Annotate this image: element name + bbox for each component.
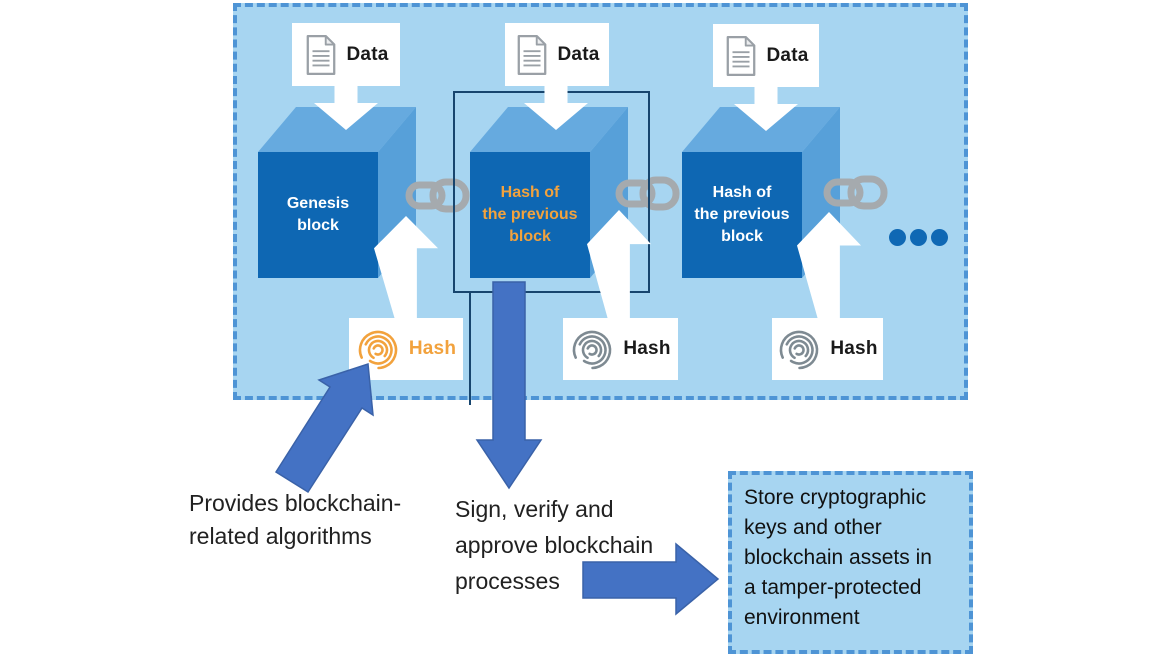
connector-line bbox=[469, 293, 471, 405]
block-label: Hash of the previous block bbox=[694, 184, 790, 245]
fingerprint-icon bbox=[780, 330, 819, 370]
ellipsis-dot bbox=[910, 229, 927, 246]
hash-label: Hash bbox=[830, 338, 878, 359]
store-keys-box: Store cryptographic keys and other block… bbox=[728, 471, 973, 654]
block-2: Hash of the previous block bbox=[470, 107, 628, 278]
data-label: Data bbox=[766, 44, 809, 66]
cube-front-face bbox=[258, 152, 378, 278]
cube-front-face bbox=[470, 152, 590, 278]
document-icon bbox=[726, 35, 755, 76]
document-icon bbox=[517, 34, 546, 75]
data-label: Data bbox=[557, 43, 600, 65]
block-label: Genesis block bbox=[286, 195, 350, 234]
fingerprint-icon bbox=[573, 330, 612, 370]
data-box: Data bbox=[713, 24, 819, 87]
document-icon bbox=[306, 34, 335, 75]
chain-link-icon bbox=[823, 175, 888, 210]
ellipsis-dots bbox=[889, 229, 948, 246]
hash-box: Hash bbox=[563, 318, 678, 380]
hash-box: Hash bbox=[772, 318, 883, 380]
note-provides-algorithms: Provides blockchain- related algorithms bbox=[189, 490, 402, 549]
ellipsis-dot bbox=[889, 229, 906, 246]
chain-link-icon bbox=[615, 176, 680, 211]
ellipsis-dot bbox=[931, 229, 948, 246]
hash-box: Hash bbox=[349, 318, 463, 380]
data-box: Data bbox=[505, 23, 609, 86]
note-sign-verify: Sign, verify and approve blockchain proc… bbox=[455, 496, 654, 594]
data-box: Data bbox=[292, 23, 400, 86]
fingerprint-icon bbox=[358, 330, 398, 370]
cube-front-face bbox=[682, 152, 802, 278]
hash-label: Hash bbox=[408, 338, 457, 359]
block-label: Hash of the previous block bbox=[482, 184, 578, 245]
chain-link-icon bbox=[405, 178, 470, 213]
data-label: Data bbox=[346, 43, 389, 65]
hash-label: Hash bbox=[623, 338, 671, 359]
